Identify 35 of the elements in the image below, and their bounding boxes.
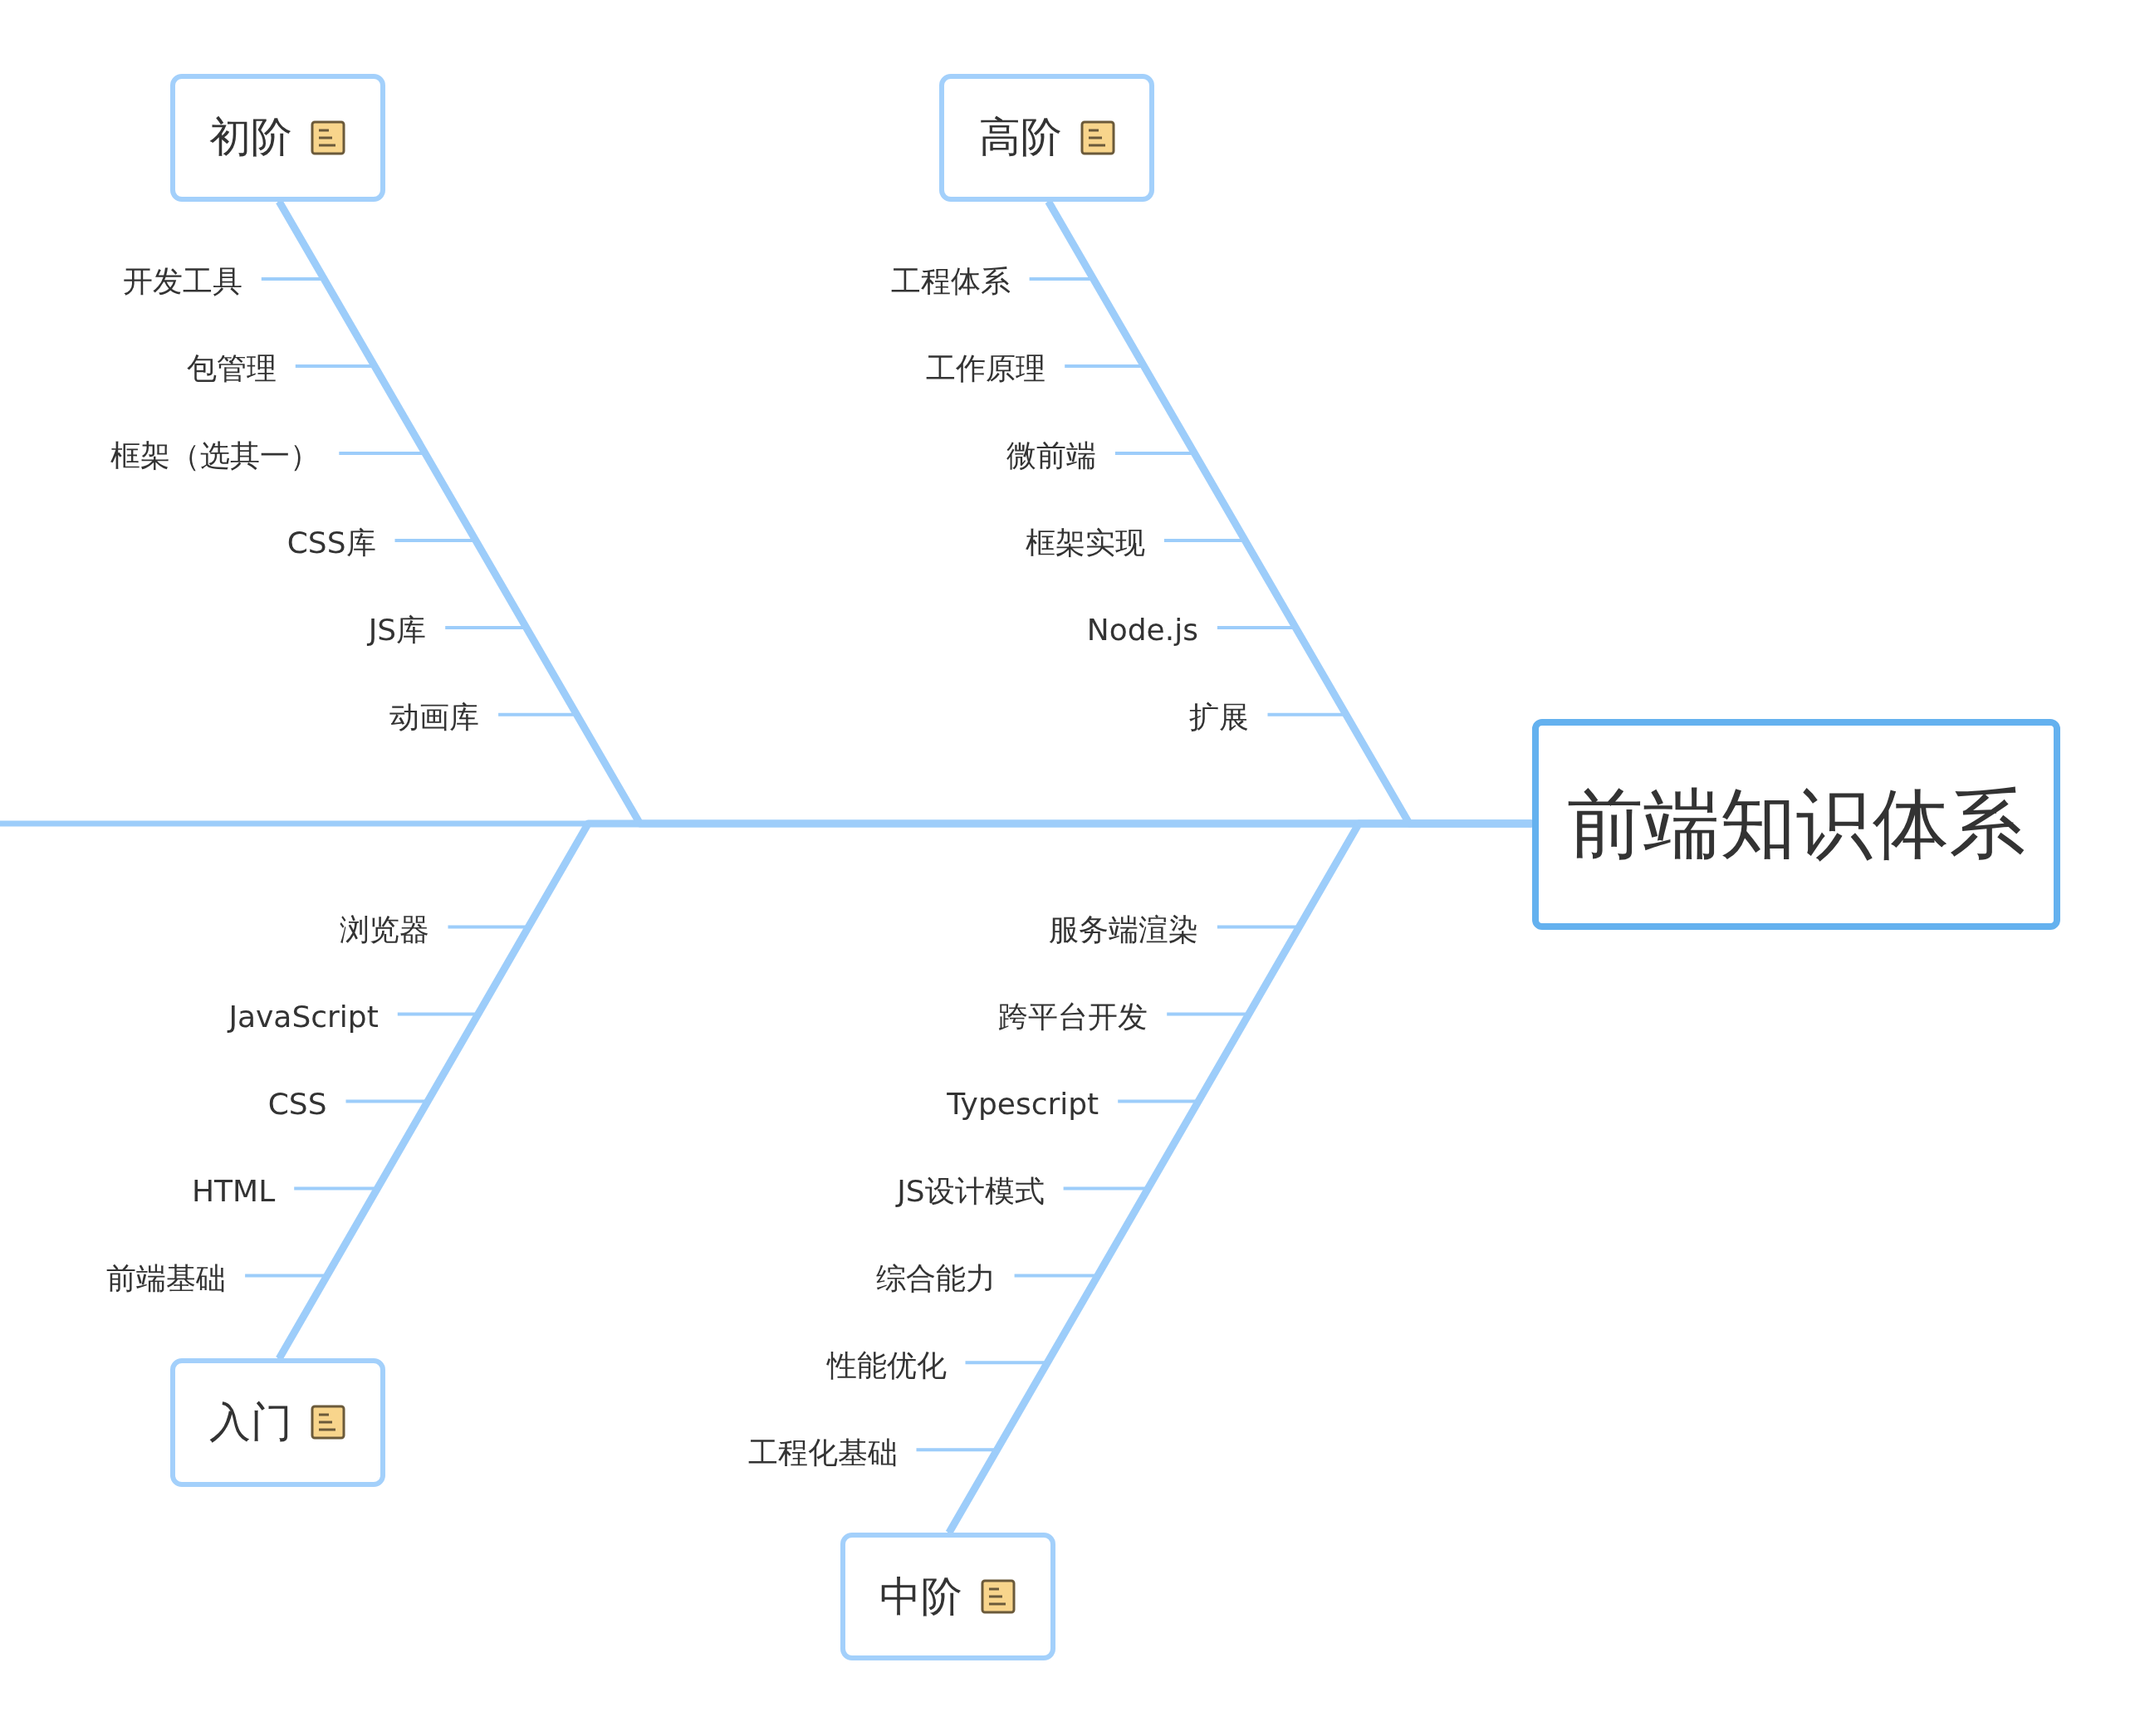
topic-label: 服务端渲染 bbox=[1048, 911, 1217, 948]
topic-label: 工程化基础 bbox=[747, 1434, 917, 1470]
topic-title: 前端知识体系 bbox=[1566, 778, 2025, 870]
category-label: 中阶 bbox=[879, 1571, 963, 1622]
topic-label: 工作原理 bbox=[926, 350, 1065, 387]
topic-label: JavaScript bbox=[228, 998, 398, 1034]
topic-label: Node.js bbox=[1086, 612, 1217, 648]
topic-label: 前端基础 bbox=[106, 1259, 246, 1296]
topic-label: 微前端 bbox=[1006, 438, 1115, 474]
topic-label: 框架实现 bbox=[1025, 525, 1164, 561]
topic-label: HTML bbox=[192, 1172, 295, 1209]
topic-label: CSS库 bbox=[286, 525, 395, 561]
topic-label: 工程体系 bbox=[890, 263, 1030, 300]
topic-label: 动画库 bbox=[389, 699, 499, 736]
category-label: 入门 bbox=[209, 1396, 293, 1448]
category-box bbox=[939, 73, 1155, 202]
category-box bbox=[169, 1358, 385, 1487]
topic-label: Typescript bbox=[947, 1085, 1119, 1122]
category-label: 高阶 bbox=[978, 112, 1062, 164]
topic-label: 浏览器 bbox=[339, 911, 448, 948]
topic-label: 性能优化 bbox=[826, 1347, 966, 1383]
topic-label: 包管理 bbox=[186, 350, 296, 387]
topic-label: 扩展 bbox=[1188, 699, 1268, 736]
branch-line bbox=[945, 819, 1532, 1535]
topic-label: 综合能力 bbox=[875, 1259, 1015, 1296]
topic-box bbox=[1531, 718, 2060, 930]
topic-label: JS设计模式 bbox=[897, 1172, 1064, 1209]
category-box bbox=[169, 73, 385, 202]
topic-label: 框架（选其一） bbox=[110, 438, 340, 474]
topic-label: CSS bbox=[267, 1085, 346, 1122]
category-label: 初阶 bbox=[209, 112, 293, 164]
topic-label: JS库 bbox=[368, 612, 446, 648]
topic-label: 开发工具 bbox=[122, 263, 262, 300]
topic-label: 跨平台开发 bbox=[998, 998, 1168, 1034]
category-box bbox=[840, 1533, 1055, 1661]
